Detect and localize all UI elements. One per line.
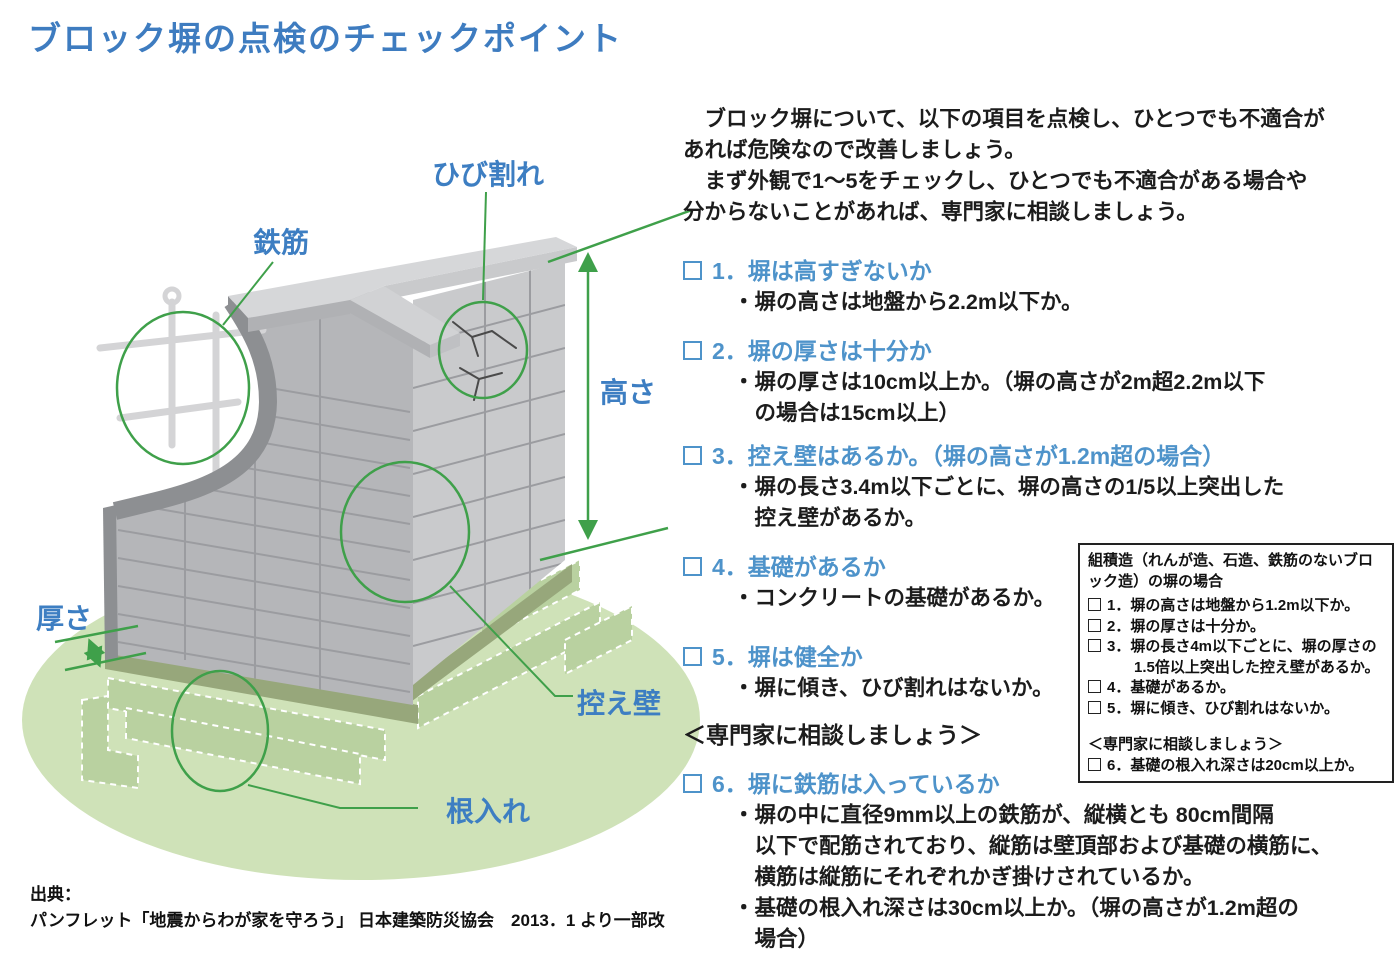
box-item-text: 4．基礎があるか。 [1107,679,1236,696]
item-detail: 場合） [733,927,820,951]
label-buttress: 控え壁 [577,688,661,719]
box-item-text: 1．塀の高さは地盤から1.2m以下か。 [1107,597,1360,614]
source-label: 出典： [30,885,81,904]
label-thickness: 厚さ [36,603,92,634]
intro-paragraph: ブロック塀について、以下の項目を点検し、ひとつでも不適合が あれば危険なので改善… [683,104,1398,228]
intro-line: 分からないことがあれば、専門家に相談しましょう。 [683,200,1198,224]
checkbox-icon [683,557,702,576]
cutaway-band [112,297,278,520]
checkbox-icon [1088,680,1101,693]
item-detail: ・コンクリートの基礎があるか。 [733,586,1056,610]
box-item-text: 6．基礎の根入れ深さは20cm以上か。 [1107,756,1364,774]
box-item-text: 2．塀の厚さは十分か。 [1107,617,1266,635]
rebar-highlight-circle [115,310,251,466]
block-grid-right [413,262,565,647]
buttress-highlight-circle [339,460,471,604]
checkbox-icon [683,647,702,666]
item-detail: ・基礎の根入れ深さは30cm以上か。（塀の高さが1.2m超の [733,896,1299,920]
box-item-text: 5．塀に傾き、ひび割れはないか。 [1107,699,1339,717]
box-item: 1．塀の高さは地盤から1.2m以下か。 [1088,596,1384,617]
coping [228,237,577,358]
item-detail: ・塀に傾き、ひび割れはないか。 [733,676,1054,700]
block-wall-illustration: 鉄筋 ひび割れ 高さ 厚さ 控え壁 根入れ [22,158,700,880]
item-label: 6．塀に鉄筋は入っているか [712,771,1000,797]
leader-lines [222,191,573,809]
checkbox-icon [683,774,702,793]
wall-base-plinth [105,564,572,724]
item-heading: 4．基礎があるか [683,552,1398,583]
source-citation: 出典： パンフレット「地震からわが家を守ろう」 日本建築防災協会 2013．1 … [30,882,665,934]
item-detail: 横筋は縦筋にそれぞれかぎ掛けされているか。 [733,865,1205,889]
box-consult-heading: ＜専門家に相談しましょう＞ [1088,736,1284,753]
check-item-6: 6．塀に鉄筋は入っているか ・塀の中に直径9mm以上の鉄筋が、縦横とも 80cm… [683,769,1398,955]
box-item-text: 3．塀の長さ4m以下ごとに、塀の厚さの1.5倍以上突出した控え壁があるか。 [1107,638,1380,676]
box-item: 6．基礎の根入れ深さは20cm以上か。 [1088,756,1384,777]
wall-left-face [115,287,413,705]
box-title: 組積造（れんが造、石造、鉄筋のないブロック造）の塀の場合 [1088,552,1374,590]
check-item-1: 1．塀は高すぎないか ・塀の高さは地盤から2.2m以下か。 [683,256,1398,318]
box-item: 2．塀の厚さは十分か。 [1088,617,1384,638]
checklist-column: ブロック塀について、以下の項目を点検し、ひとつでも不適合が あれば危険なので改善… [683,104,1398,955]
box-item: 5．塀に傾き、ひび割れはないか。 [1088,699,1384,720]
masonry-case-box: 組積造（れんが造、石造、鉄筋のないブロック造）の塀の場合 1．塀の高さは地盤から… [1078,543,1394,783]
box-item: 3．塀の長さ4m以下ごとに、塀の厚さの1.5倍以上突出した控え壁があるか。 [1088,637,1384,678]
checkbox-icon [1088,618,1101,632]
label-crack: ひび割れ [432,158,544,190]
item-heading: 3．控え壁はあるか。（塀の高さが1.2m超の場合） [683,441,1398,472]
checkbox-icon [683,446,702,465]
highlight-circles [115,300,529,793]
rebar-hook [162,286,182,306]
label-rebar: 鉄筋 [253,226,309,258]
source-text: パンフレット「地震からわが家を守ろう」 日本建築防災協会 2013．1 より一部… [30,911,665,930]
item-detail: 以下で配筋されており、縦筋は壁頂部および基礎の横筋に、 [733,834,1333,858]
item-detail: ・塀の長さ3.4m以下ごとに、塀の高さの1/5以上突出した [733,475,1285,499]
item-detail: の場合は15cm以上） [733,401,961,425]
intro-line: ブロック塀について、以下の項目を点検し、ひとつでも不適合が [683,107,1325,131]
item-heading: 6．塀に鉄筋は入っているか [683,769,1398,800]
item-label: 5．塀は健全か [712,644,863,670]
item-label: 3．控え壁はあるか。（塀の高さが1.2m超の場合） [712,443,1226,469]
check-item-2: 2．塀の厚さは十分か ・塀の厚さは10cm以上か。（塀の高さが2m超2.2m以下… [683,336,1398,429]
item-heading: 5．塀は健全か [683,642,1398,673]
page-title: ブロック塀の点検のチェックポイント [28,20,623,57]
label-height: 高さ [600,377,656,408]
check-item-3: 3．控え壁はあるか。（塀の高さが1.2m超の場合） ・塀の長さ3.4m以下ごとに… [683,441,1398,534]
item-label: 2．塀の厚さは十分か [712,338,932,364]
item-detail: 控え壁があるか。 [733,506,927,530]
intro-line: あれば危険なので改善しましょう。 [683,138,1026,162]
consult-heading: ＜専門家に相談しましょう＞ [683,722,982,748]
item-label: 4．基礎があるか [712,554,886,580]
checkbox-icon [1088,757,1101,771]
item-detail: ・塀の厚さは10cm以上か。（塀の高さが2m超2.2m以下 [733,370,1266,394]
item-detail: ・塀の中に直径9mm以上の鉄筋が、縦横とも 80cm間隔 [733,803,1274,827]
thickness-dimension-arrow [54,624,147,672]
checkbox-icon [683,341,702,360]
item-label: 1．塀は高すぎないか [712,258,932,284]
checkbox-icon [1088,639,1101,652]
item-heading: 2．塀の厚さは十分か [683,336,1398,367]
crack-highlight-circle [437,300,529,400]
foundation-dashed-outline [81,558,633,790]
checkbox-icon [1088,598,1101,611]
height-dimension-arrow [539,208,693,562]
checkbox-icon [683,261,702,280]
intro-line: まず外観で1～5をチェックし、ひとつでも不適合がある場合や [683,169,1308,193]
check-item-4: 4．基礎があるか ・コンクリートの基礎があるか。 [683,552,1398,614]
wall-left-endcap [103,505,118,661]
embedment-highlight-circle [170,669,270,793]
item-heading: 1．塀は高すぎないか [683,256,1398,287]
checkbox-icon [1088,700,1101,714]
box-item: 4．基礎があるか。 [1088,678,1384,699]
check-item-5: 5．塀は健全か ・塀に傾き、ひび割れはないか。 [683,642,1398,704]
item-detail: ・塀の高さは地盤から2.2m以下か。 [733,290,1083,314]
label-embedment: 根入れ [446,796,530,827]
